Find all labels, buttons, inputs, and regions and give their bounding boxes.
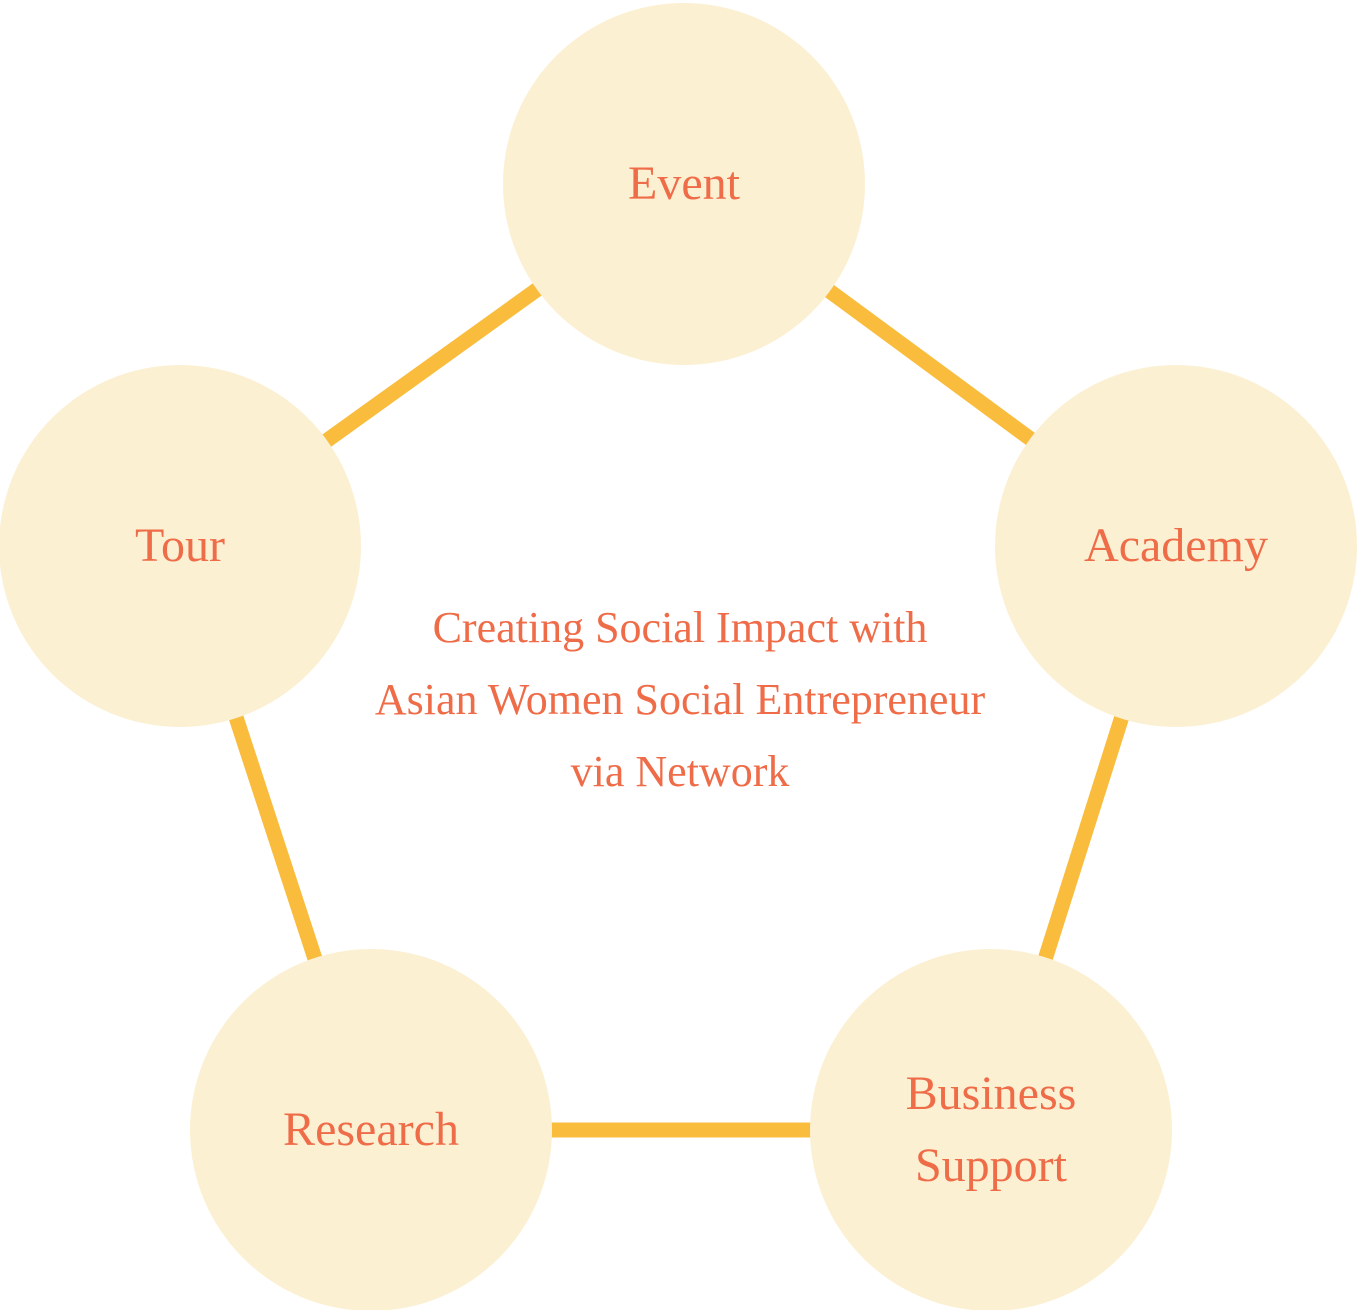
node-business-support-label-line2: Support (914, 1139, 1067, 1192)
node-research: Research (190, 949, 552, 1310)
node-tour-label: Tour (135, 519, 225, 572)
center-caption: Creating Social Impact with Asian Women … (0, 592, 1360, 808)
node-event: Event (503, 3, 865, 365)
node-business-support-label-line1: Business (905, 1067, 1077, 1120)
node-event-label: Event (628, 157, 740, 210)
center-caption-line2: Asian Women Social Entrepreneur (374, 675, 986, 724)
node-academy-label: Academy (1084, 519, 1268, 572)
node-business-support: Business Support (810, 949, 1172, 1310)
node-tour: Tour (0, 365, 361, 727)
node-research-label: Research (283, 1103, 459, 1156)
center-caption-line3: via Network (570, 747, 790, 796)
node-academy: Academy (995, 365, 1357, 727)
center-caption-line1: Creating Social Impact with (432, 603, 928, 652)
